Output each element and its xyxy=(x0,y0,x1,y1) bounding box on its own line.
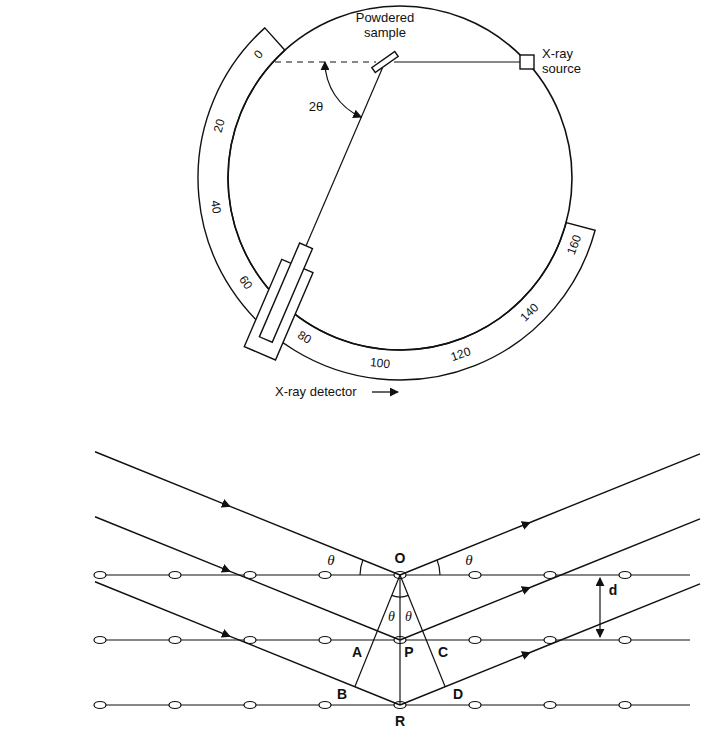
incident-ray xyxy=(95,582,230,637)
perpendicular-line xyxy=(355,575,400,687)
reflected-ray xyxy=(400,587,530,640)
incident-ray xyxy=(230,506,400,575)
spacing-arrow xyxy=(599,578,600,637)
incident-ray xyxy=(230,571,400,640)
atom xyxy=(619,702,631,709)
atomic-plane xyxy=(95,639,690,640)
scale-number: 60 xyxy=(236,273,255,292)
scale-number: 20 xyxy=(212,118,229,135)
angle-label: θ xyxy=(327,552,334,569)
atom xyxy=(469,702,481,709)
scale-number: 120 xyxy=(449,345,472,365)
sample-holder xyxy=(372,52,398,73)
spacing-label: d xyxy=(609,582,618,598)
scale-number: 160 xyxy=(565,233,585,257)
detector-tube xyxy=(259,243,312,342)
scale-number: 100 xyxy=(370,356,391,372)
diffracted-beam xyxy=(306,68,383,246)
incident-ray xyxy=(95,452,230,507)
atom xyxy=(619,637,631,644)
atom xyxy=(469,572,481,579)
angle-arc xyxy=(437,560,440,575)
atom xyxy=(319,637,331,644)
angle-label: 2θ xyxy=(309,100,323,115)
angle-arc xyxy=(360,560,363,575)
diffractometer-circle xyxy=(228,6,572,350)
part-label: Powdered sample xyxy=(349,11,421,41)
angle-label: θ xyxy=(388,609,395,625)
incident-ray xyxy=(230,636,400,705)
atom xyxy=(319,572,331,579)
atom xyxy=(94,702,106,709)
atomic-plane xyxy=(95,574,690,575)
scale-number: 140 xyxy=(518,301,542,325)
atom xyxy=(169,702,181,709)
point-label: O xyxy=(395,550,406,566)
reflected-ray xyxy=(530,454,700,523)
x-ray-detector xyxy=(244,239,321,360)
incident-beam xyxy=(394,61,520,62)
incident-ray xyxy=(95,517,230,572)
atom xyxy=(544,702,556,709)
point-label: R xyxy=(395,713,405,729)
atom xyxy=(319,702,331,709)
point-label: C xyxy=(438,644,448,660)
two-theta-arc xyxy=(325,62,361,117)
point-label: D xyxy=(453,686,463,702)
reflected-ray xyxy=(400,652,530,705)
angle-scale xyxy=(198,28,595,380)
angle-arc xyxy=(392,595,408,597)
atom xyxy=(169,572,181,579)
angle-label: θ xyxy=(405,609,412,625)
angle-label: θ xyxy=(465,552,472,569)
atom xyxy=(244,702,256,709)
normal-line xyxy=(399,575,400,705)
atom xyxy=(94,637,106,644)
atom xyxy=(169,637,181,644)
scale-number: 40 xyxy=(207,200,223,215)
point-label: P xyxy=(404,644,413,660)
atom xyxy=(469,637,481,644)
point-label: A xyxy=(352,644,362,660)
perpendicular-line xyxy=(400,575,445,687)
point-label: B xyxy=(337,686,347,702)
reflected-ray xyxy=(400,522,530,575)
reflected-ray xyxy=(530,519,700,588)
part-label: X-ray detector xyxy=(275,385,357,400)
part-label: X-ray source xyxy=(542,47,594,77)
x-ray-source xyxy=(520,55,534,69)
atomic-plane xyxy=(95,704,690,705)
atom xyxy=(94,572,106,579)
scale-number: 80 xyxy=(294,329,313,348)
detector-motion-arrow xyxy=(372,391,398,392)
atom xyxy=(619,572,631,579)
scale-number: 0 xyxy=(251,48,266,62)
